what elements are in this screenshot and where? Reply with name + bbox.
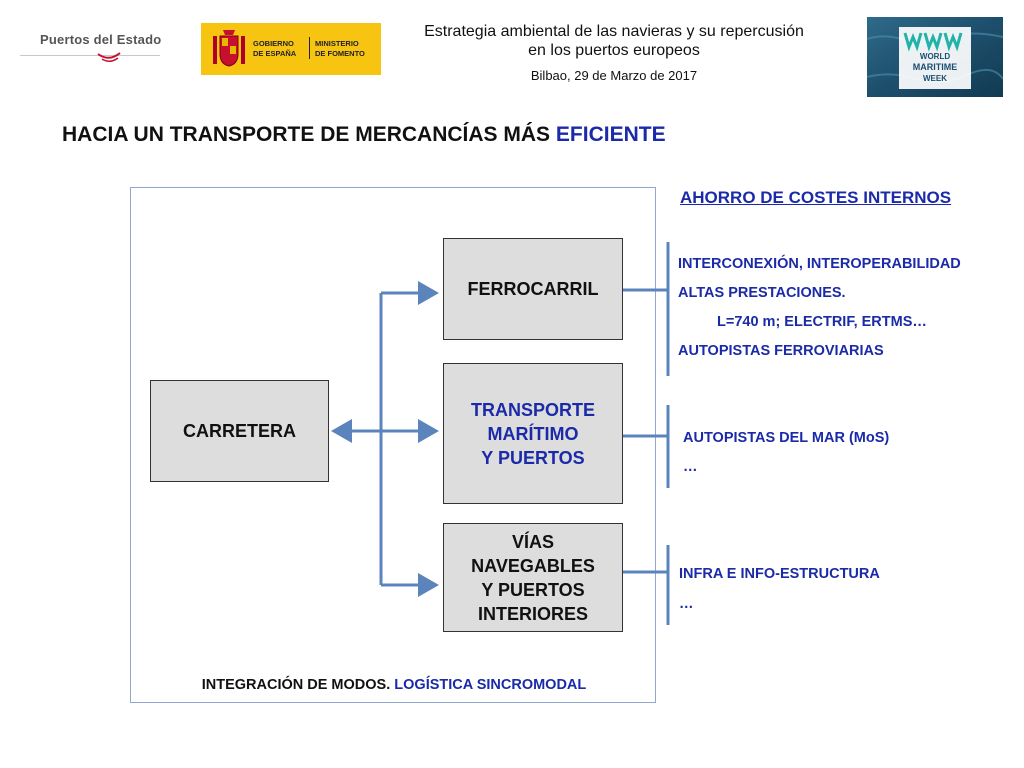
vias-navegables-box: VÍAS NAVEGABLES Y PUERTOS INTERIORES: [443, 523, 623, 632]
transporte-maritimo-box: TRANSPORTE MARÍTIMO Y PUERTOS: [443, 363, 623, 504]
header-subtitle: Bilbao, 29 de Marzo de 2017: [530, 68, 698, 83]
vias-line2: NAVEGABLES: [471, 555, 595, 576]
gov-line2: DE ESPAÑA: [253, 49, 297, 58]
header-title: Estrategia ambiental de las navieras y s…: [400, 22, 828, 60]
maritimo-label: TRANSPORTE MARÍTIMO Y PUERTOS: [471, 398, 595, 470]
wmw-line3: WEEK: [923, 74, 947, 83]
vias-line3: Y PUERTOS: [481, 579, 585, 600]
header-title-line1: Estrategia ambiental de las navieras y s…: [424, 23, 804, 40]
caption-highlight: LOGÍSTICA SINCROMODAL: [394, 677, 587, 693]
carretera-box: CARRETERA: [150, 380, 329, 482]
wmw-line2: MARITIME: [913, 62, 958, 72]
rail-item: L=740 m; ELECTRIF, ERTMS…: [717, 314, 927, 330]
vias-label: VÍAS NAVEGABLES Y PUERTOS INTERIORES: [471, 530, 595, 626]
ministry-line2: DE FOMENTO: [315, 49, 365, 58]
rail-item: ALTAS PRESTACIONES.: [678, 285, 846, 301]
maritimo-line1: TRANSPORTE: [470, 399, 595, 420]
rail-item: INTERCONEXIÓN, INTEROPERABILIDAD: [678, 256, 961, 272]
logo-text: Puertos del Estado: [40, 32, 162, 47]
right-heading: AHORRO DE COSTES INTERNOS: [680, 188, 952, 207]
gobierno-espana-logo: GOBIERNO DE ESPAÑA MINISTERIO DE FOMENTO: [201, 23, 381, 75]
frame-caption: INTEGRACIÓN DE MODOS. LOGÍSTICA SINCROMO…: [131, 677, 657, 693]
gov-divider: [309, 37, 310, 59]
diagram-frame: [130, 187, 656, 703]
vias-line4: INTERIORES: [477, 603, 588, 624]
inland-item: INFRA E INFO-ESTRUCTURA: [679, 566, 880, 582]
slide-title-highlight: EFICIENTE: [555, 123, 666, 146]
vias-line1: VÍAS: [511, 531, 554, 552]
ferrocarril-box: FERROCARRIL: [443, 238, 623, 340]
ministry-text: MINISTERIO DE FOMENTO: [315, 39, 365, 59]
ministry-line1: MINISTERIO: [315, 39, 359, 48]
puertos-del-estado-logo: Puertos del Estado: [18, 28, 163, 68]
coat-of-arms-icon: [213, 30, 245, 67]
carretera-label: CARRETERA: [182, 421, 296, 441]
gov-text: GOBIERNO DE ESPAÑA: [253, 39, 296, 59]
sea-item: AUTOPISTAS DEL MAR (MoS): [683, 430, 890, 446]
ferrocarril-label: FERROCARRIL: [467, 279, 599, 299]
slide-title-main: HACIA UN TRANSPORTE DE MERCANCÍAS MÁS: [62, 123, 556, 146]
maritimo-line3: Y PUERTOS: [481, 447, 585, 468]
wmw-line1: WORLD: [920, 52, 950, 61]
gov-line1: GOBIERNO: [253, 39, 294, 48]
logo-mark-icon: [97, 52, 121, 62]
sea-item: …: [683, 459, 698, 475]
world-maritime-week-logo: WORLD MARITIME WEEK: [867, 17, 1003, 97]
slide-title: HACIA UN TRANSPORTE DE MERCANCÍAS MÁS EF…: [62, 123, 666, 147]
caption-main: INTEGRACIÓN DE MODOS.: [201, 677, 395, 693]
header-title-line2: en los puertos europeos: [528, 42, 700, 59]
inland-item: …: [679, 596, 694, 612]
logo-underline: [20, 55, 160, 56]
rail-item: AUTOPISTAS FERROVIARIAS: [678, 343, 884, 359]
maritimo-line2: MARÍTIMO: [487, 423, 579, 444]
